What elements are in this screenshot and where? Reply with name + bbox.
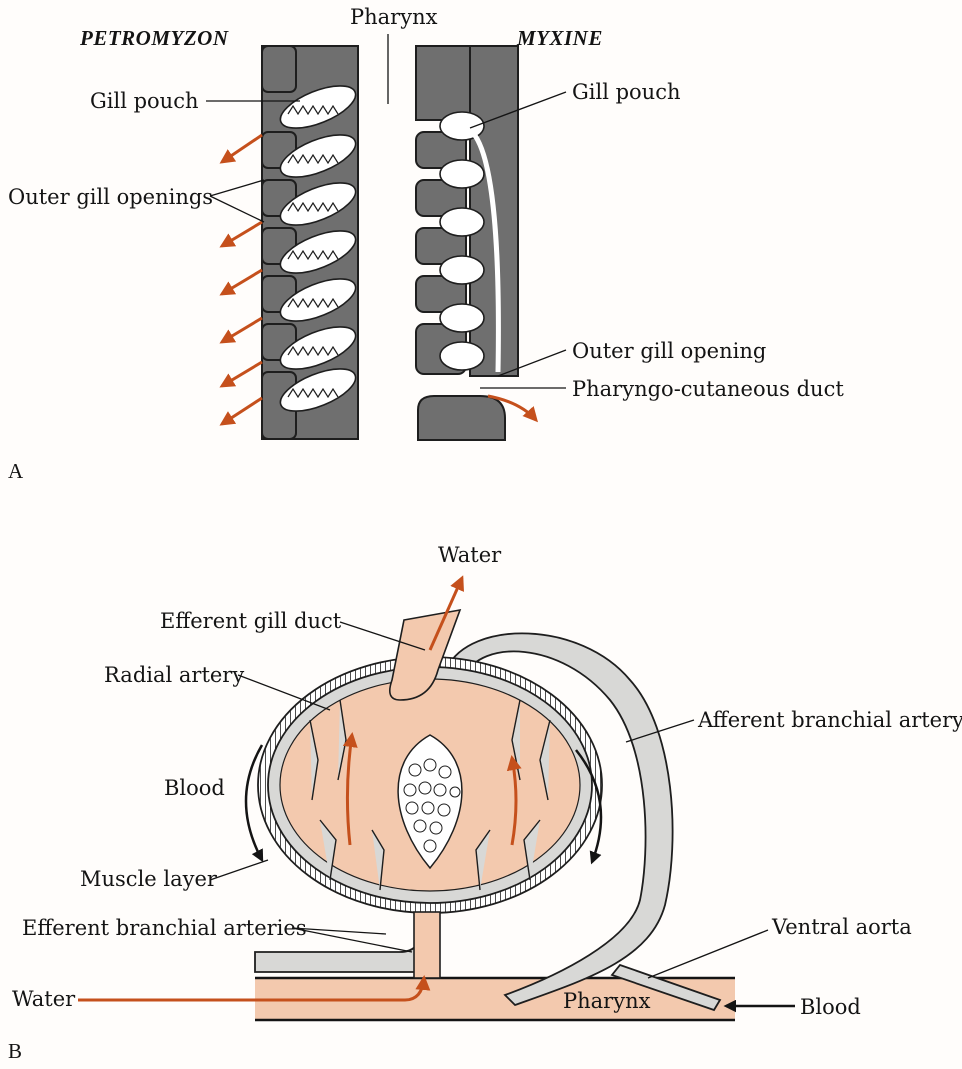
myxine-pharynx-wall-top — [415, 45, 471, 121]
water-bottom-label: Water — [12, 987, 76, 1011]
blood-label-right: Blood — [800, 995, 861, 1019]
myxine-outflow-arrow — [487, 394, 538, 423]
panel-a: PETROMYZON MYXINE Pharynx Gill pouch Out… — [8, 5, 844, 483]
pharynx-label-b: Pharynx — [563, 989, 651, 1013]
ventral-aorta-label: Ventral aorta — [771, 915, 912, 939]
pharyngo-duct-label: Pharyngo-cutaneous duct — [572, 377, 844, 401]
panel-a-leaders — [206, 91, 567, 389]
petromyzon-title: PETROMYZON — [79, 26, 229, 50]
pharynx-label-a: Pharynx — [350, 5, 438, 29]
panel-b-leaders — [209, 621, 769, 979]
muscle-layer-label: Muscle layer — [80, 867, 218, 891]
blood-label-left: Blood — [164, 776, 225, 800]
panel-a-letter: A — [8, 459, 24, 483]
blood-arrow-right — [575, 749, 603, 865]
central-capillary-network — [397, 734, 463, 870]
water-top-label: Water — [438, 543, 502, 567]
blood-flow-arrow-right — [506, 755, 522, 846]
petromyzon-gill-pouches — [279, 85, 357, 412]
panel-b: Water Efferent gill duct Radial artery A… — [8, 543, 962, 1063]
afferent-branchial-artery-label: Afferent branchial artery — [697, 708, 962, 732]
water-in-arrow — [78, 975, 431, 1002]
gill-pouch-label-left: Gill pouch — [90, 89, 199, 113]
efferent-gill-duct — [389, 608, 462, 701]
myxine-wall-blocks — [415, 131, 467, 375]
efferent-branchial-arteries-label: Efferent branchial arteries — [22, 916, 307, 940]
outer-gill-openings-label: Outer gill openings — [8, 185, 213, 209]
efferent-gill-duct-label: Efferent gill duct — [160, 609, 342, 633]
myxine-gill-pouches — [439, 111, 501, 373]
myxine-lower-block — [417, 395, 506, 441]
water-out-arrow — [428, 575, 464, 651]
radial-artery-label: Radial artery — [104, 663, 244, 687]
afferent-branchial-artery-vessel — [445, 632, 674, 1007]
capillary-mesh — [403, 758, 461, 853]
inflow-duct — [413, 911, 441, 979]
blood-arrow-left — [244, 744, 264, 863]
outer-gill-opening-label: Outer gill opening — [572, 339, 766, 363]
gill-pouch-label-right: Gill pouch — [572, 80, 681, 104]
blood-flow-arrow-left — [342, 732, 358, 846]
myxine-title: MYXINE — [516, 26, 603, 50]
petromyzon-outflow-arrows — [219, 133, 263, 426]
panel-b-letter: B — [8, 1039, 22, 1063]
ventral-aorta-vessel — [610, 963, 722, 1012]
